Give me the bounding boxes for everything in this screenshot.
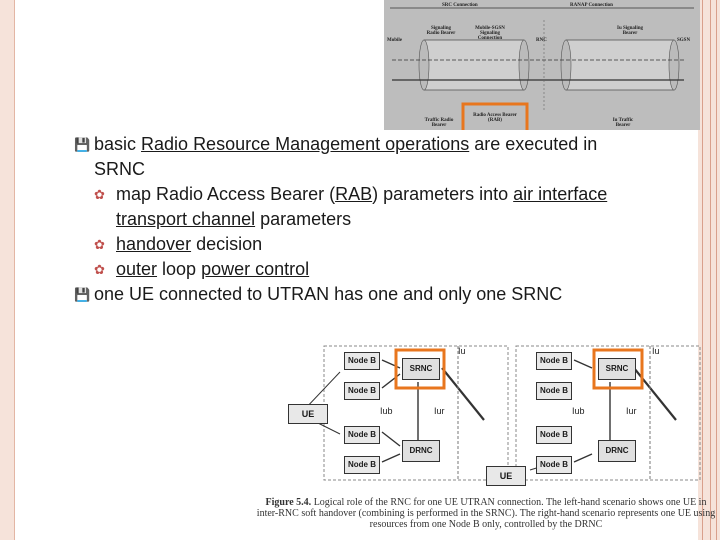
drnc-box: DRNC [402,440,440,462]
node-b-box: Node B [536,426,572,444]
rab-label: Radio Access Bearer (RAB) [473,113,517,123]
bullet-list: 💾 basic Radio Resource Management operat… [74,132,634,307]
iu-label: Iu [458,346,466,356]
iu-traffic-label: Iu Traffic Bearer [612,118,634,128]
handover-text: decision [191,234,263,254]
right-utran-region [515,345,701,481]
bullet-marker-icon: 💾 [74,137,91,152]
iub-label: Iub [572,406,585,416]
subbullet-marker-icon: ✿ [94,187,105,202]
right-decor-line-2 [710,0,711,540]
src-connection-label: SRC Connection [442,3,478,8]
rab-text-1: map Radio Access Bearer ( [116,184,336,204]
right-decor-line-1 [702,0,703,540]
rnc-role-figure: Node B Node B Node B Node B SRNC DRNC UE… [254,340,716,540]
rab-text-3: parameters [255,209,352,229]
right-bearer-pipe [565,39,675,91]
srnc-box: SRNC [598,358,636,380]
bullet-rrm-suffix: are executed in SRNC [94,134,598,179]
bullet-marker-icon: 💾 [74,287,91,302]
node-b-box: Node B [536,352,572,370]
subbullet-marker-icon: ✿ [94,262,105,277]
right-decor-bar [698,0,720,540]
drnc-box: DRNC [598,440,636,462]
left-bearer-pipe [423,39,525,91]
rab-text-2: ) parameters into [372,184,514,204]
iur-label: Iur [434,406,445,416]
bullet-rrm-prefix: basic [94,134,142,154]
ue-srnc-text: one UE connected to UTRAN has one and on… [94,284,563,304]
node-b-box: Node B [536,382,572,400]
left-srnc-highlight [394,348,446,390]
rab-highlight-box [461,102,529,130]
rab-link: RAB [335,184,373,204]
ue-box: UE [288,404,328,424]
bullet-ue-srnc: 💾 one UE connected to UTRAN has one and … [74,282,634,307]
ranap-connection-label: RANAP Connection [570,3,613,8]
iu-label: Iu [652,346,660,356]
subbullet-handover: ✿ handover decision [94,232,634,257]
right-srnc-highlight [592,348,644,390]
caption-label: Figure 5.4. [265,497,312,508]
left-utran-region [323,345,509,481]
handover-link: handover [116,234,192,254]
node-b-box: Node B [344,352,380,370]
node-b-box: Node B [344,382,380,400]
iu-signaling-label: Iu Signaling Bearer [617,26,643,36]
bearer-diagram-shapes [390,7,694,130]
iur-label: Iur [626,406,637,416]
figure-caption: Figure 5.4. Logical role of the RNC for … [254,497,718,530]
mobile-label: Mobile [387,38,402,43]
left-decor-line [14,0,15,540]
outer-link: outer [116,259,158,279]
subbullet-rab: ✿ map Radio Access Bearer (RAB) paramete… [94,182,634,232]
node-b-box: Node B [536,456,572,474]
loop-text: loop [157,259,202,279]
power-control-link: power control [201,259,310,279]
rnc-label: RNC [536,38,547,43]
subbullet-power-control: ✿ outer loop power control [94,257,634,282]
mobile-sgsn-label: Mobile-SGSN Signaling Connection [475,26,505,41]
sgsn-label: SGSN [677,38,691,43]
rnc-figure-lines [303,345,701,481]
bullet-rrm: 💾 basic Radio Resource Management operat… [74,132,634,182]
right-decor-line-3 [716,0,717,540]
node-b-box: Node B [344,456,380,474]
caption-text: Logical role of the RNC for one UE UTRAN… [256,497,716,530]
node-b-box: Node B [344,426,380,444]
srnc-box: SRNC [402,358,440,380]
subbullet-marker-icon: ✿ [94,237,105,252]
air-interface-link: air interface transport channel [116,184,608,229]
iub-label: Iub [380,406,393,416]
signaling-rb-label: Signaling Radio Bearer [426,26,456,36]
rrm-link: Radio Resource Management operations [141,134,470,154]
traffic-rb-label: Traffic Radio Bearer [424,118,454,128]
ue-box: UE [486,466,526,486]
left-decor-bar [0,0,14,540]
bearer-diagram: SRC Connection RANAP Connection Mobile S… [384,0,700,130]
